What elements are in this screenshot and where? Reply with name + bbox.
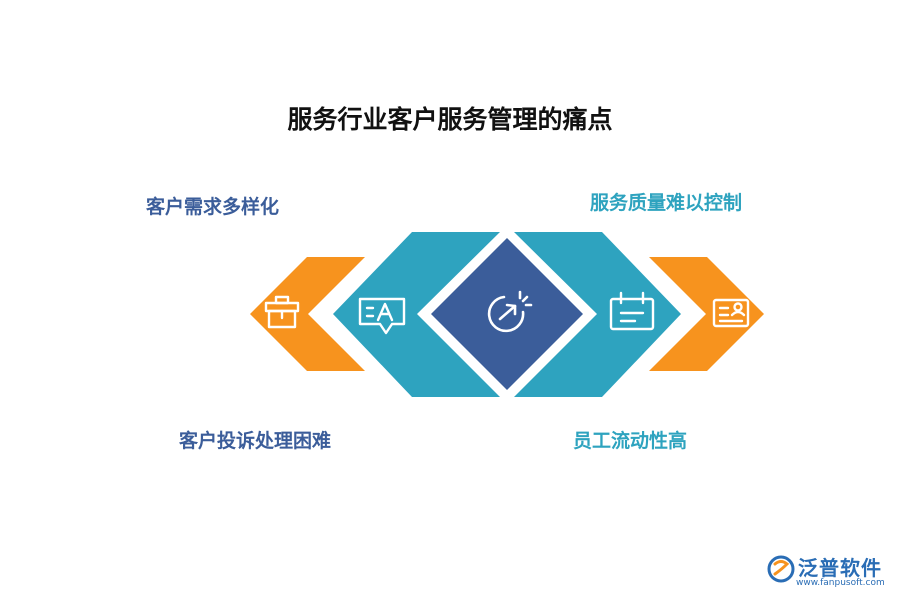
left-teal-band (333, 232, 500, 397)
brand-watermark: 泛普软件 www.fanpusoft.com (766, 552, 896, 594)
box-icon (264, 295, 300, 329)
left-chevron (250, 257, 365, 371)
page-title: 服务行业客户服务管理的痛点 (287, 105, 613, 134)
translate-chat-icon (358, 297, 406, 335)
label-complaint-handling: 客户投诉处理困难 (179, 430, 332, 452)
calendar-icon (609, 291, 655, 331)
right-chevron (649, 257, 764, 371)
refresh-arrow-icon (487, 290, 533, 333)
brand-logo-icon (767, 555, 795, 583)
id-card-icon (712, 298, 750, 328)
label-staff-turnover: 员工流动性高 (573, 430, 688, 452)
brand-url: www.fanpusoft.com (796, 578, 885, 588)
right-teal-band (514, 232, 681, 397)
label-quality-control: 服务质量难以控制 (590, 192, 743, 214)
label-customer-needs: 客户需求多样化 (146, 196, 280, 218)
brand-name: 泛普软件 (798, 556, 882, 580)
